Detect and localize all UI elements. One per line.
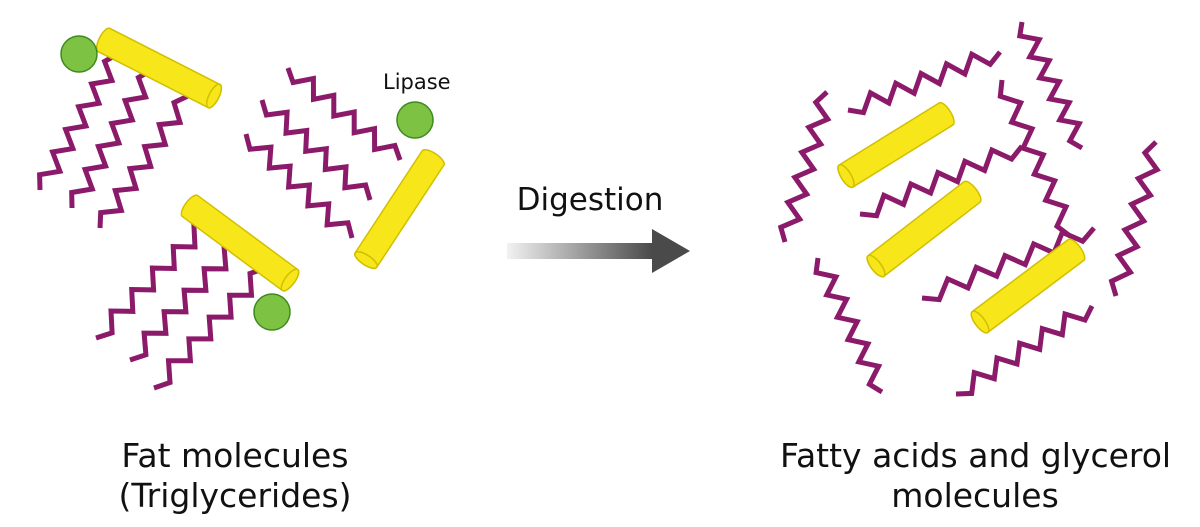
glycerol-rod bbox=[354, 149, 445, 269]
lipase-enzyme-icon bbox=[253, 293, 291, 331]
fatty-acid-chain bbox=[285, 67, 403, 161]
fatty-acid-chain bbox=[97, 93, 190, 229]
glycerol-rod bbox=[180, 194, 300, 292]
arrow-head bbox=[652, 229, 690, 273]
fatty-acid-chain bbox=[153, 265, 267, 391]
fatty-acid-chain bbox=[129, 239, 241, 363]
molecules-caption: molecules bbox=[891, 476, 1059, 515]
fatty-acid-chain bbox=[1016, 21, 1084, 151]
fatty-acid-chain bbox=[859, 144, 1024, 219]
glycerol-rod bbox=[866, 180, 982, 278]
glycerol-molecules bbox=[95, 27, 1086, 334]
fatty-acid-chain bbox=[955, 304, 1095, 397]
fatty-acids-caption: Fatty acids and glycerol bbox=[780, 436, 1172, 475]
glycerol-rod bbox=[837, 101, 955, 189]
fatty-acid-chains bbox=[37, 21, 1161, 397]
fatty-acid-chain bbox=[69, 67, 154, 209]
fatty-acid-chain bbox=[243, 133, 355, 239]
fatty-acid-chain bbox=[847, 50, 1002, 116]
lipase-enzyme-icon bbox=[60, 35, 98, 73]
fatty-acid-chain bbox=[921, 226, 1096, 303]
lipase-label: Lipase bbox=[383, 70, 451, 94]
glycerol-rod bbox=[970, 238, 1086, 334]
fatty-acid-chain bbox=[777, 90, 832, 243]
fatty-acid-chain bbox=[997, 79, 1072, 238]
fatty-acid-chain bbox=[259, 99, 373, 201]
fatty-acid-chain bbox=[37, 51, 120, 191]
lipase-enzyme-icon bbox=[396, 101, 434, 139]
lipase-enzymes bbox=[60, 35, 434, 331]
fat-molecules-caption: Fat molecules bbox=[121, 436, 349, 475]
digestion-arrow bbox=[507, 229, 690, 273]
glycerol-rod bbox=[95, 27, 223, 109]
digestion-label: Digestion bbox=[516, 182, 664, 218]
fatty-acid-chain bbox=[813, 257, 884, 395]
arrow-shaft bbox=[507, 243, 652, 259]
fatty-acid-chain bbox=[95, 217, 211, 341]
fatty-acid-chain bbox=[1108, 140, 1161, 297]
triglycerides-caption: (Triglycerides) bbox=[118, 476, 352, 515]
